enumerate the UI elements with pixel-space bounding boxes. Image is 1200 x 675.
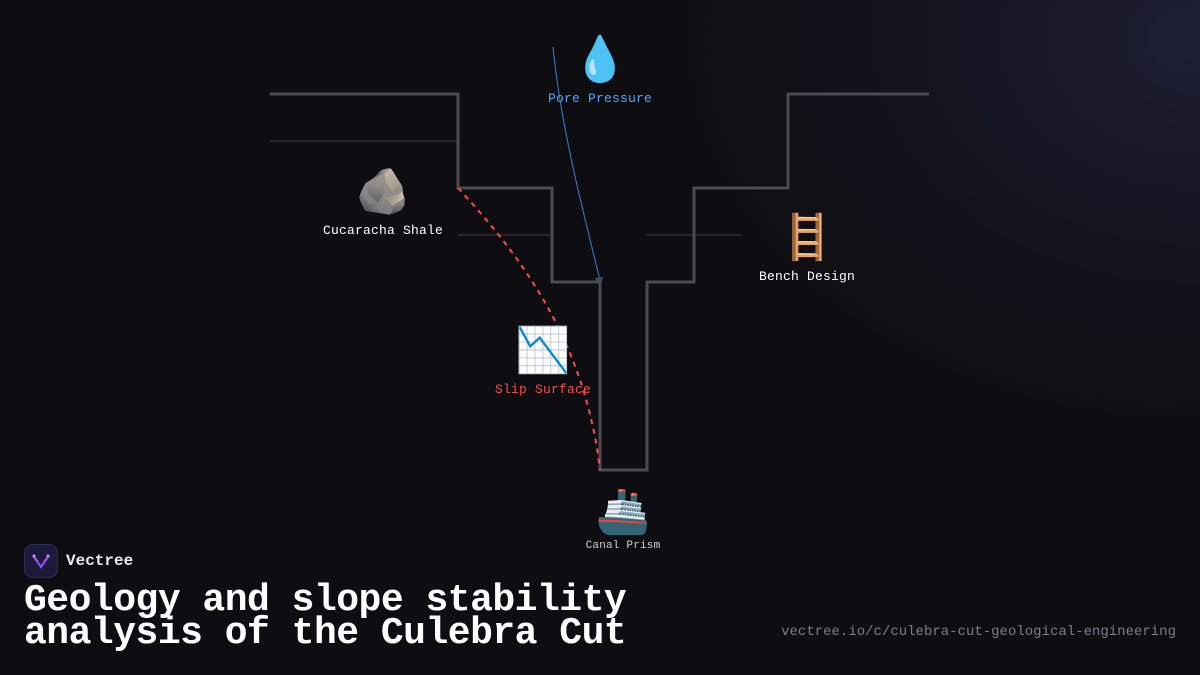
pore-pressure-arrow: [552, 46, 601, 281]
ladder-icon: 🪜: [779, 212, 835, 263]
chart-decreasing-icon: 📉: [515, 325, 571, 376]
vectree-logo-icon: [24, 544, 58, 578]
brand: Vectree: [24, 544, 133, 578]
title-line-1: Geology and slope stability: [24, 579, 627, 622]
node-canal-prism: 🚢 Canal Prism: [585, 486, 661, 553]
ship-icon: 🚢: [595, 486, 651, 537]
excavation-profile: [270, 92, 929, 472]
pore-pressure-label: Pore Pressure: [547, 91, 653, 106]
water-droplet-icon: 💧: [572, 34, 628, 85]
brand-name: Vectree: [66, 552, 134, 570]
canal-prism-label: Canal Prism: [585, 540, 661, 552]
node-bench-design: 🪜 Bench Design: [758, 212, 856, 285]
slip-surface-label: Slip Surface: [494, 382, 592, 397]
node-pore-pressure: 💧 Pore Pressure: [547, 34, 653, 107]
slip-surface-curve: [457, 187, 601, 471]
bench-design-label: Bench Design: [758, 269, 856, 284]
node-cucaracha-shale: 🪨 Cucaracha Shale: [322, 166, 444, 239]
pore-pressure-arrowhead: [595, 277, 603, 288]
source-url[interactable]: vectree.io/c/culebra-cut-geological-engi…: [781, 624, 1176, 640]
rock-icon: 🪨: [355, 166, 411, 217]
node-slip-surface: 📉 Slip Surface: [494, 325, 592, 398]
page-title: Geology and slope stability analysis of …: [24, 582, 627, 653]
title-line-2: analysis of the Culebra Cut: [24, 612, 627, 655]
cucaracha-shale-label: Cucaracha Shale: [322, 223, 444, 238]
